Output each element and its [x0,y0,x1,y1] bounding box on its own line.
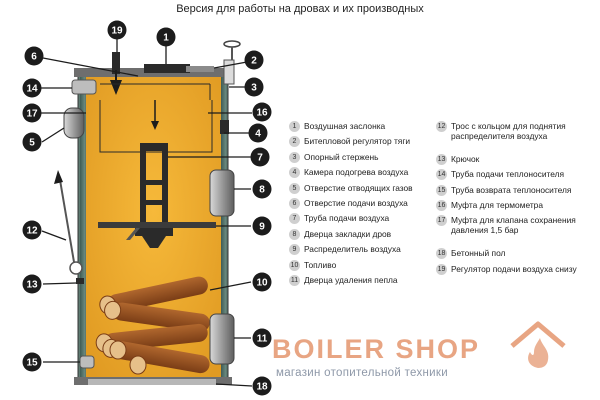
callout-number-18: 18 [256,382,268,393]
callout-number-17: 17 [26,109,38,120]
callout-circle-17 [22,103,42,123]
callout-circle-16 [252,102,272,122]
return-pipe [79,355,95,369]
house-flame-icon [510,321,566,368]
callout-number-14: 14 [26,84,38,95]
callout-circle-14 [22,78,42,98]
air-distributor [98,222,216,248]
callout-number-3: 3 [251,83,257,94]
callout-number-5: 5 [29,138,35,149]
diagram-title: Версия для работы на дровах и их произво… [176,3,424,15]
callout-circle-18 [252,376,272,396]
callout-number-1: 1 [163,33,169,44]
callout-circle-3 [244,77,264,97]
supply-pipe [71,79,97,95]
draft-regulator [220,40,241,134]
callout-number-9: 9 [259,222,265,233]
callout-circle-12 [22,220,42,240]
callout-circle-15 [22,352,42,372]
brand-watermark: BOILER SHOP магазин отопительной техники [272,321,592,396]
brand-name: BOILER SHOP [272,334,481,364]
callout-circle-10 [252,272,272,292]
air-feed-tube [140,143,168,223]
callout-number-10: 10 [256,278,268,289]
callout-number-7: 7 [257,153,263,164]
leader-lines [41,36,253,387]
firewood [95,276,210,375]
callout-circle-5 [22,132,42,152]
callout-number-8: 8 [259,185,265,196]
callout-circle-1 [156,27,176,47]
callout-number-6: 6 [31,52,37,63]
air-heating-chamber [99,83,213,153]
concrete-floor [88,379,216,385]
callout-circle-11 [252,328,272,348]
callout-circle-7 [250,147,270,167]
top-air-damper [144,64,214,73]
flue-gas-outlet [63,107,85,139]
callout-number-13: 13 [26,280,38,291]
hook [76,278,84,284]
callout-number-12: 12 [26,226,38,237]
downflow-arrow [151,100,159,130]
cable-with-ring [54,170,83,275]
callout-number-2: 2 [251,56,257,67]
callout-circle-9 [252,216,272,236]
callout-circle-6 [24,46,44,66]
loading-door [209,169,235,217]
callout-circle-2 [244,50,264,70]
callout-number-4: 4 [255,129,261,140]
callout-number-16: 16 [256,108,268,119]
brand-subtitle: магазин отопительной техники [276,367,448,379]
callout-circle-8 [252,179,272,199]
callout-circle-4 [248,123,268,143]
callout-circle-19 [107,20,127,40]
callout-number-19: 19 [111,26,123,37]
callout-number-11: 11 [257,334,268,345]
ash-door [209,313,235,365]
callout-circle-13 [22,274,42,294]
callout-number-15: 15 [26,358,38,369]
